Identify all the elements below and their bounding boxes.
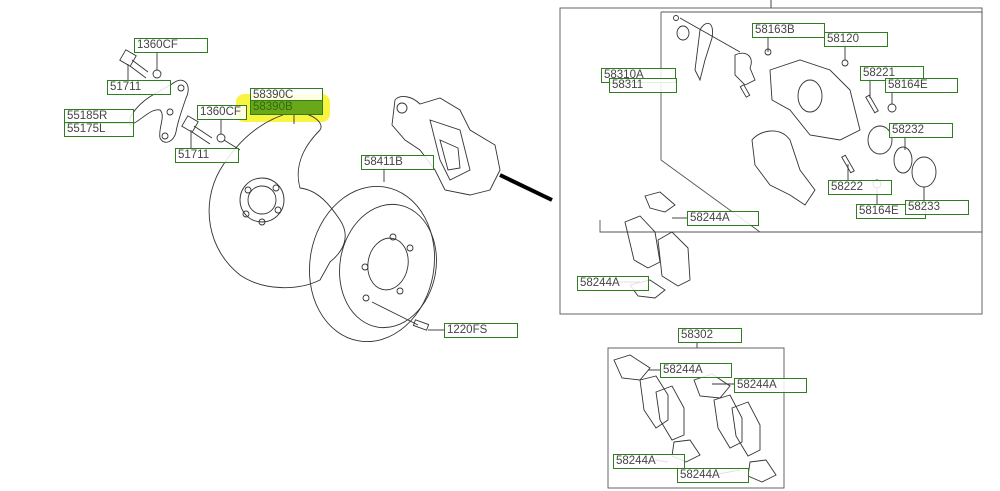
pad-kit-frame [607,347,785,489]
washer-icon [216,133,226,143]
part-label-58302[interactable]: 58302 [678,328,742,343]
part-label-55185r[interactable]: 55185R [64,109,134,124]
bracket-icon [129,79,189,143]
caliper-inner-frame [599,11,983,233]
dust-shield-icon [208,111,346,289]
washer-icon [152,69,162,79]
brake-rotor-icon [309,185,435,343]
part-label-58244a[interactable]: 58244A [677,468,749,483]
part-label-58244a[interactable]: 58244A [687,211,759,226]
part-label-58311[interactable]: 58311 [609,78,677,93]
part-label-58233[interactable]: 58233 [905,200,969,215]
part-label-58244a[interactable]: 58244A [660,363,732,378]
caliper-kit-frame [559,7,983,315]
part-label-58222[interactable]: 58222 [828,180,892,195]
bolt-icon [119,49,149,79]
caliper-assembly-icon [391,96,501,196]
part-label-58244a[interactable]: 58244A [734,378,807,393]
caliper-parts-icon [673,15,937,206]
part-label-58120[interactable]: 58120 [824,32,888,47]
part-label-58244a[interactable]: 58244A [577,276,649,291]
part-label-51711[interactable]: 51711 [175,148,239,163]
bolt-icon [181,115,213,145]
part-label-58244a[interactable]: 58244A [613,454,685,469]
part-label-1220fs[interactable]: 1220FS [444,323,518,338]
part-label-55175l[interactable]: 55175L [64,122,134,137]
brake-hose-icon [499,173,553,202]
part-label-1360cf[interactable]: 1360CF [197,105,247,120]
screw-icon [412,319,430,331]
part-label-51711[interactable]: 51711 [107,80,171,95]
part-label-58390b-selected[interactable]: 58390B [250,100,323,115]
part-label-58164e[interactable]: 58164E [885,78,958,93]
part-label-58163b[interactable]: 58163B [752,23,825,38]
part-label-58411b[interactable]: 58411B [361,155,434,170]
part-label-58232[interactable]: 58232 [889,123,953,138]
part-label-1360cf[interactable]: 1360CF [134,38,208,53]
